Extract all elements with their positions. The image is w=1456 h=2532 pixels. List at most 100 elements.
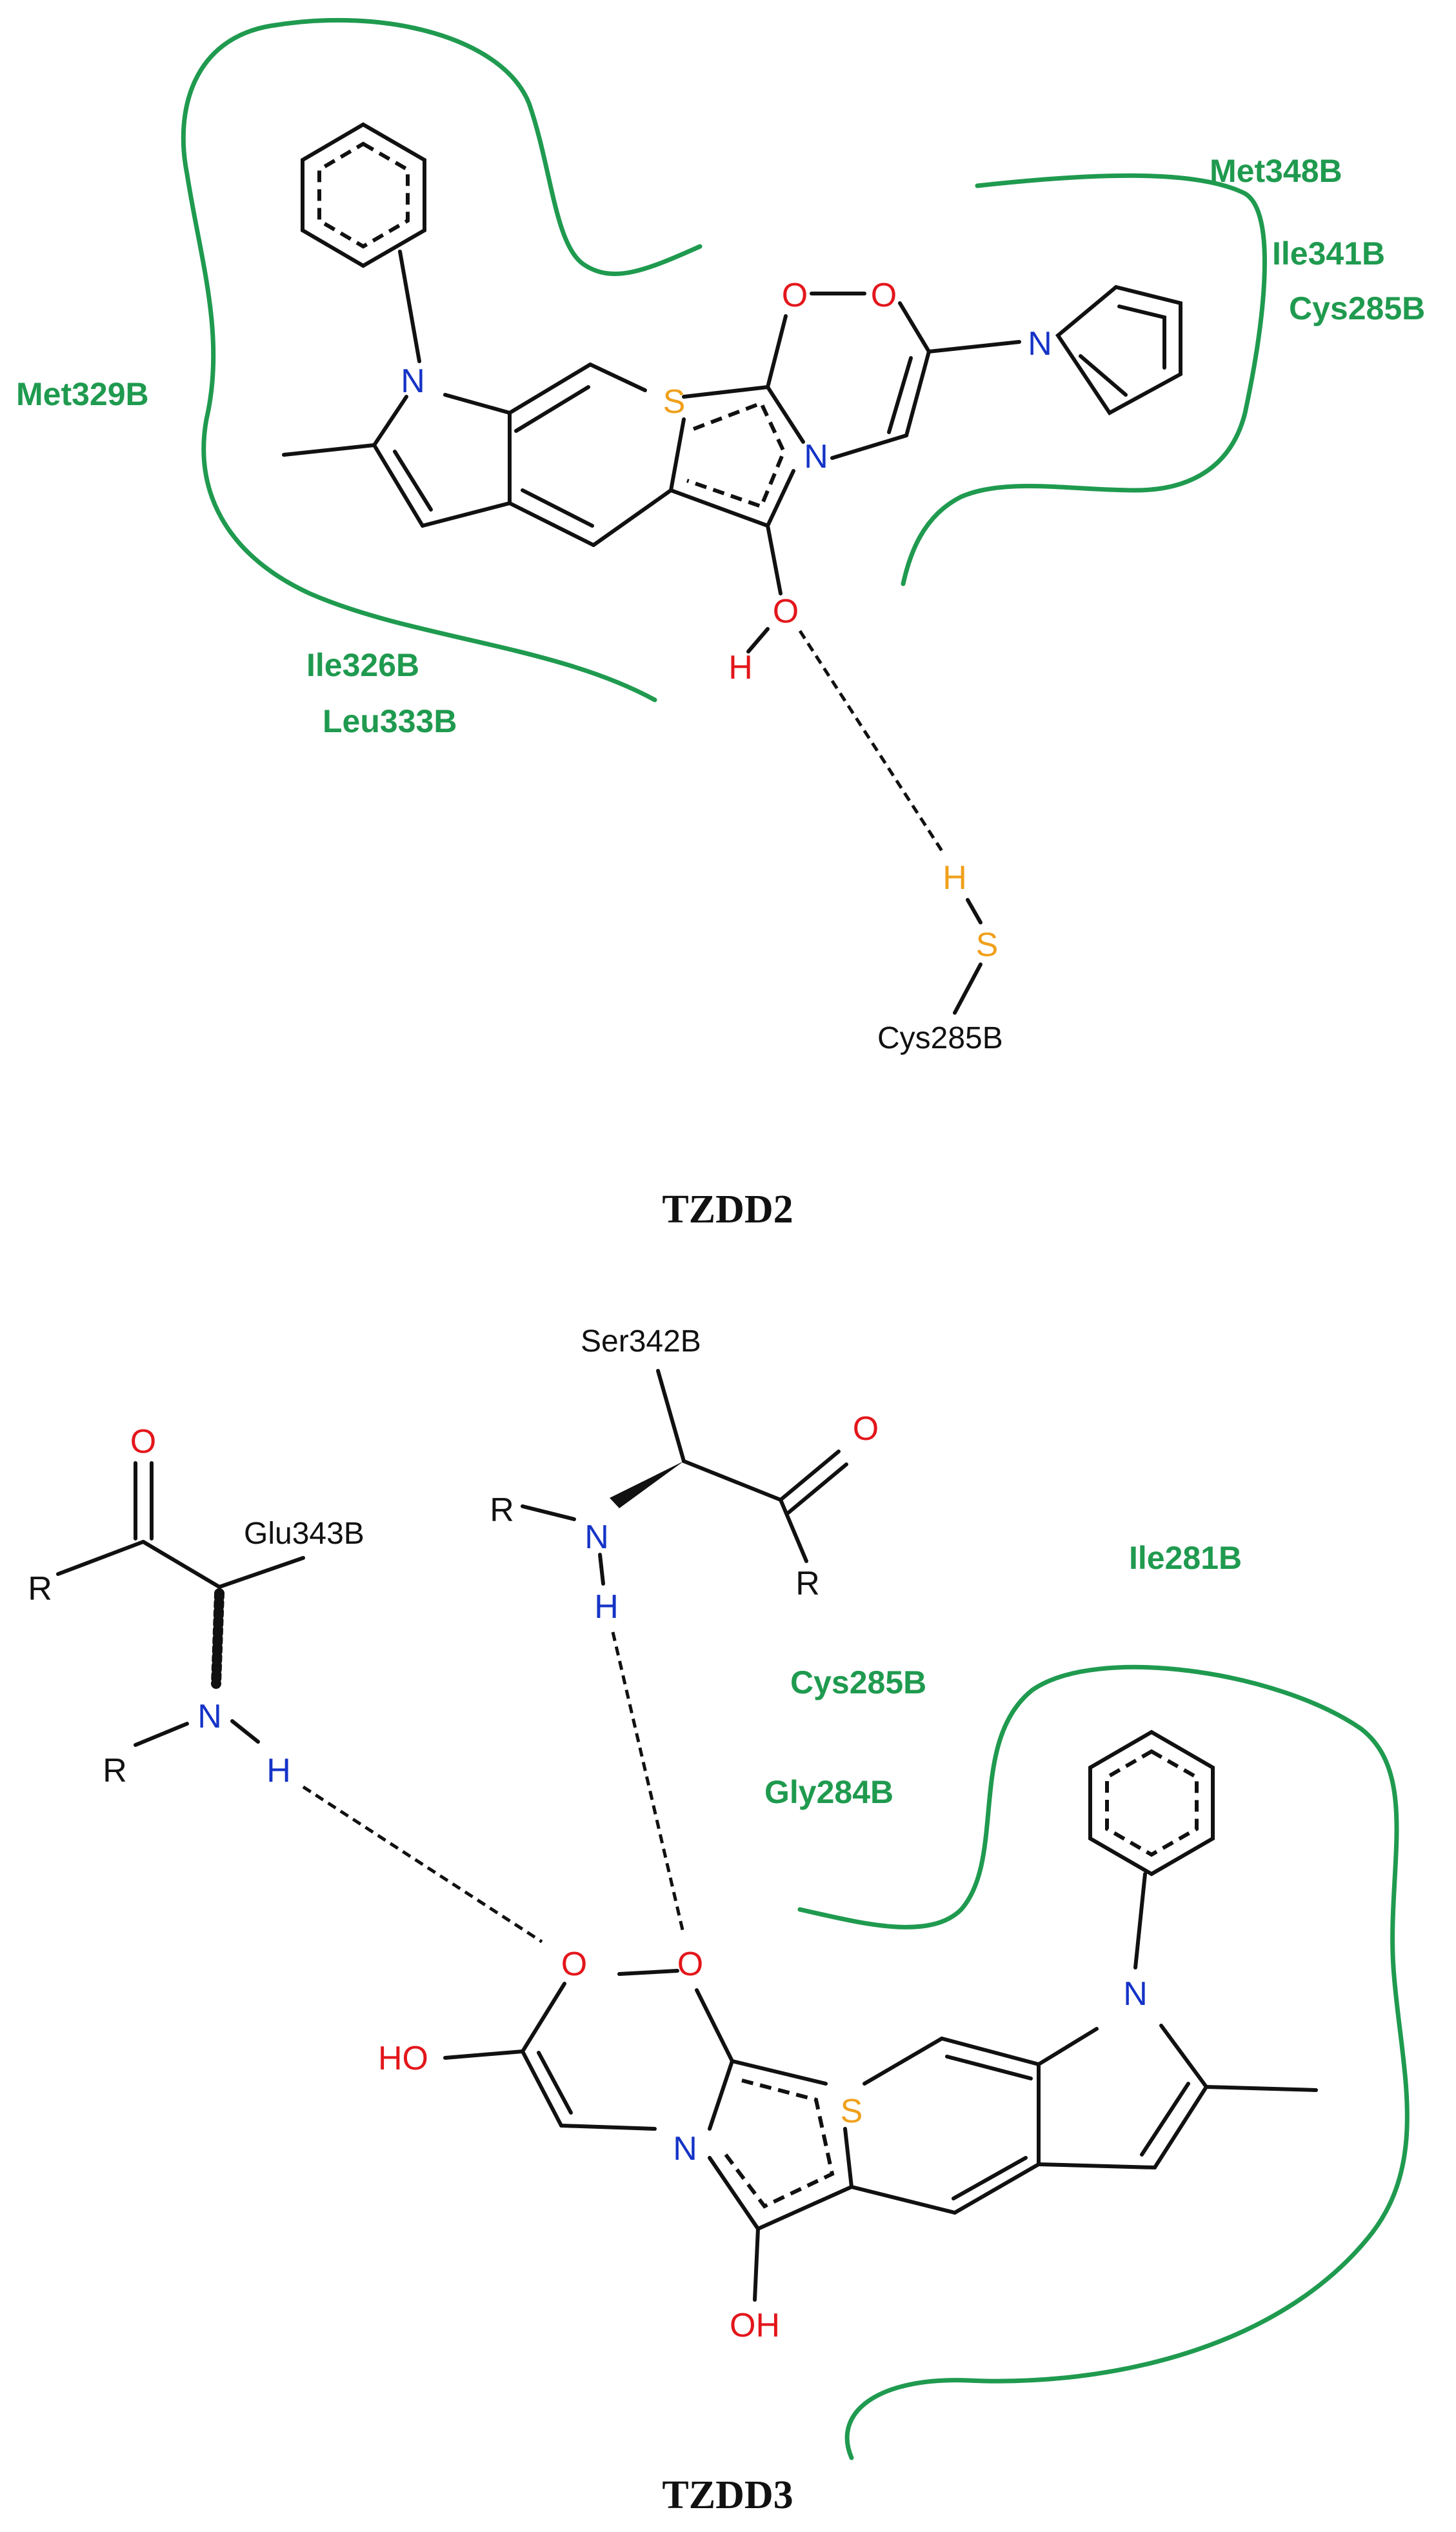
residue-label-ile326b: Ile326B bbox=[306, 647, 419, 683]
pocket-outline-lower bbox=[844, 1965, 1410, 2460]
bond bbox=[786, 1462, 848, 1515]
bond bbox=[508, 363, 592, 415]
bond bbox=[863, 2037, 944, 2086]
bond bbox=[282, 443, 376, 457]
bond bbox=[537, 2051, 573, 2115]
bond bbox=[1204, 2085, 1318, 2092]
bond bbox=[945, 2055, 1033, 2080]
atom-o-dioxine-1: O bbox=[782, 277, 808, 314]
panel-tzdd2: Met348B Ile341B Cys285B Met329B Ile326B … bbox=[16, 17, 1425, 1231]
bond bbox=[1037, 2162, 1157, 2169]
bond bbox=[904, 350, 931, 437]
bond bbox=[514, 385, 590, 433]
bond bbox=[766, 469, 795, 528]
caption-tzdd3: TZDD3 bbox=[662, 2473, 793, 2517]
bond bbox=[953, 962, 982, 1015]
bond bbox=[1140, 2082, 1190, 2157]
bond bbox=[753, 2227, 760, 2302]
hashed-bond-glu bbox=[211, 1588, 224, 1689]
atom-o-hydroxyl: O bbox=[773, 593, 799, 630]
bond bbox=[730, 2059, 828, 2086]
aromatic-dash-ring bbox=[724, 2078, 835, 2209]
bond bbox=[682, 1459, 783, 1502]
atom-h-hydroxyl: H bbox=[728, 649, 753, 686]
bond bbox=[372, 443, 424, 528]
bond bbox=[421, 501, 512, 528]
bond bbox=[952, 2156, 1028, 2200]
bond-phenyl-n bbox=[1133, 1872, 1147, 1969]
bond bbox=[393, 450, 433, 512]
bond bbox=[940, 2037, 1041, 2066]
atom-o-dioxine-1: O bbox=[561, 1946, 587, 1983]
bond-to-pyrrole bbox=[927, 340, 1021, 354]
bond bbox=[521, 1982, 566, 2053]
aromatic-dash-thiazole bbox=[686, 401, 786, 509]
bond bbox=[779, 1498, 808, 1563]
bond bbox=[756, 2185, 853, 2231]
hydrogen-bond-line-ser bbox=[611, 1631, 686, 1936]
residue-label-cys285b: Cys285B bbox=[790, 1664, 926, 1700]
bond bbox=[521, 1504, 576, 1521]
atom-ho-label: HO bbox=[378, 2040, 428, 2077]
atom-s-thiazole: S bbox=[663, 383, 686, 421]
bond bbox=[779, 1450, 841, 1502]
bond bbox=[443, 2049, 524, 2060]
atom-n-ser: N bbox=[584, 1519, 609, 1556]
residue-label-ser342b: Ser342B bbox=[581, 1324, 701, 1359]
bond bbox=[966, 898, 982, 924]
hydrogen-bond-line-glu bbox=[302, 1785, 543, 1944]
pyrrole-ring-outer bbox=[1055, 284, 1182, 415]
bond bbox=[508, 501, 595, 547]
atom-r-ser-2: R bbox=[795, 1565, 820, 1602]
pocket-outline-right bbox=[901, 173, 1267, 586]
bond bbox=[766, 314, 788, 389]
atom-n-indole: N bbox=[1123, 1975, 1148, 2013]
atom-h-ser: H bbox=[594, 1588, 619, 1626]
atom-oh-label: OH bbox=[730, 2307, 780, 2344]
atom-o-glu: O bbox=[130, 1423, 156, 1460]
bond bbox=[830, 434, 908, 460]
bond bbox=[372, 395, 408, 447]
bond bbox=[1159, 2024, 1208, 2089]
atom-h-glu: H bbox=[266, 1752, 291, 1789]
residue-label-met329b: Met329B bbox=[16, 376, 149, 412]
bond bbox=[766, 385, 805, 444]
bond bbox=[598, 1553, 605, 1586]
bond bbox=[592, 488, 673, 547]
residue-label-cys285b-interacting: Cys285B bbox=[877, 1021, 1003, 1055]
bond bbox=[669, 417, 686, 492]
bond bbox=[134, 1722, 189, 1747]
bond bbox=[1079, 354, 1128, 397]
bond bbox=[141, 1540, 221, 1589]
residue-label-gly284b: Gly284B bbox=[764, 1774, 893, 1810]
atom-n-pyrrole: N bbox=[1028, 325, 1052, 363]
atom-o-dioxine-2: O bbox=[871, 277, 897, 314]
pocket-outline-upper bbox=[797, 1664, 1399, 1970]
residue-label-leu333b: Leu333B bbox=[323, 703, 457, 739]
bond bbox=[887, 356, 913, 434]
bond bbox=[443, 393, 512, 415]
bond bbox=[230, 1719, 260, 1744]
atom-n-core: N bbox=[673, 2130, 697, 2168]
atom-r-ser-1: R bbox=[490, 1491, 514, 1529]
bond bbox=[953, 2162, 1041, 2215]
phenyl-ring-inner-tzdd3 bbox=[1105, 1749, 1199, 1857]
residue-label-met348b: Met348B bbox=[1210, 153, 1342, 189]
caption-tzdd2: TZDD2 bbox=[662, 1188, 793, 1231]
residue-label-cys285b-pocket: Cys285B bbox=[1289, 290, 1425, 326]
bond bbox=[656, 1369, 686, 1463]
atom-h-thiol: H bbox=[942, 859, 967, 897]
phenyl-ring-inner bbox=[317, 141, 410, 249]
bond bbox=[898, 301, 931, 354]
bond bbox=[708, 2156, 760, 2231]
residue-label-glu343b: Glu343B bbox=[244, 1517, 364, 1551]
atom-n-thiazole: N bbox=[804, 438, 828, 475]
bond bbox=[708, 2059, 734, 2131]
bond bbox=[1153, 2085, 1208, 2169]
atom-r-glu-1: R bbox=[28, 1570, 52, 1608]
bond bbox=[850, 2185, 957, 2215]
phenyl-ring-outer-tzdd3 bbox=[1088, 1730, 1215, 1877]
bond bbox=[695, 1988, 734, 2063]
bond bbox=[682, 385, 770, 399]
